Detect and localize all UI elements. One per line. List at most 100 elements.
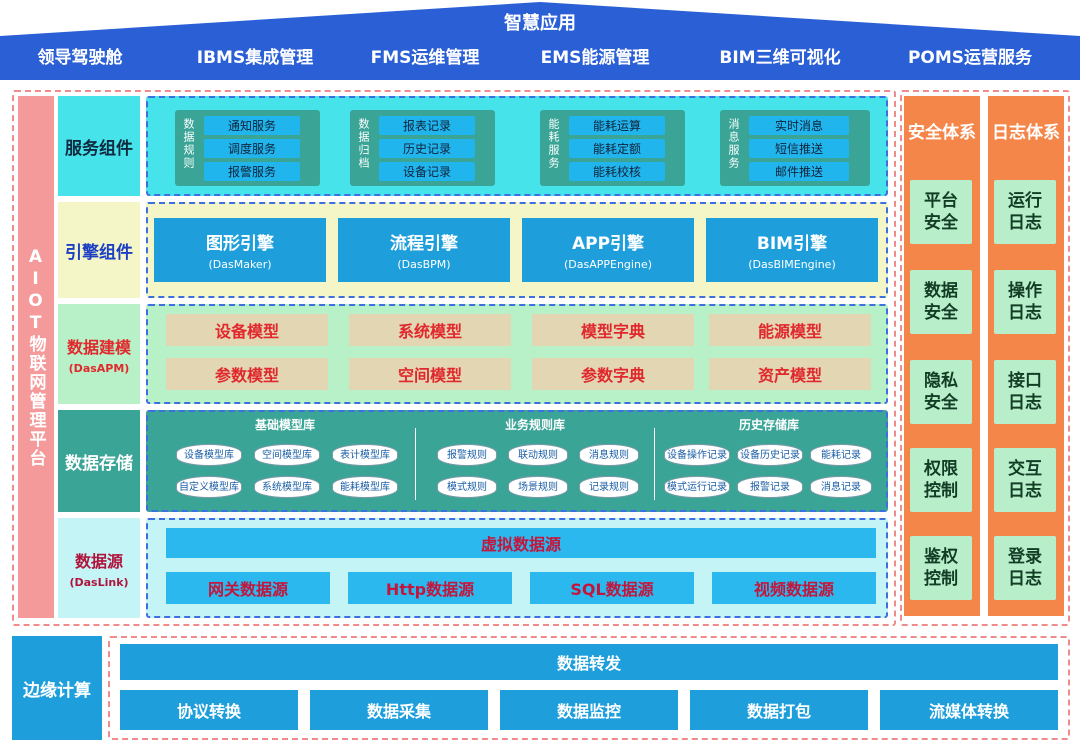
- edge-item[interactable]: 数据监控: [500, 690, 678, 730]
- engine-name: 图形引擎: [206, 234, 274, 254]
- storage-db[interactable]: 设备历史记录: [737, 444, 803, 466]
- source-item[interactable]: SQL数据源: [530, 572, 694, 604]
- row-label-service: 服务组件: [58, 96, 140, 196]
- service-item[interactable]: 通知服务: [204, 116, 300, 135]
- log-title: 日志体系: [992, 123, 1060, 143]
- row-label-storage: 数据存储: [58, 410, 140, 512]
- storage-db[interactable]: 报警规则: [437, 444, 497, 466]
- model-item[interactable]: 参数字典: [532, 358, 694, 390]
- log-item[interactable]: 登录日志: [994, 536, 1056, 600]
- log-item[interactable]: 运行日志: [994, 180, 1056, 244]
- model-item[interactable]: 参数模型: [166, 358, 328, 390]
- security-item[interactable]: 鉴权控制: [910, 536, 972, 600]
- service-group-name: 数据规则: [182, 118, 195, 170]
- row-label-source-sub: (DasLink): [69, 575, 129, 589]
- top-banner: [0, 2, 1080, 80]
- banner-shape: [0, 2, 1080, 80]
- storage-title: 业务规则库: [504, 417, 565, 432]
- service-group-name: 消息服务: [727, 118, 740, 170]
- app-ibms[interactable]: IBMS集成管理: [196, 48, 314, 68]
- storage-db[interactable]: 空间模型库: [254, 444, 320, 466]
- engine-flow[interactable]: 流程引擎 (DasBPM): [338, 218, 510, 282]
- side-frame: [900, 90, 1070, 626]
- service-item[interactable]: 历史记录: [379, 139, 475, 158]
- edge-label-text: 边缘计算: [23, 680, 91, 701]
- source-item[interactable]: 视频数据源: [712, 572, 876, 604]
- storage-db[interactable]: 消息记录: [810, 476, 872, 498]
- source-item[interactable]: 网关数据源: [166, 572, 330, 604]
- service-item[interactable]: 实时消息: [749, 116, 849, 135]
- log-item[interactable]: 操作日志: [994, 270, 1056, 334]
- service-item[interactable]: 报警服务: [204, 162, 300, 181]
- app-poms[interactable]: POMS运营服务: [907, 48, 1033, 68]
- storage-db[interactable]: 设备操作记录: [664, 444, 730, 466]
- model-item[interactable]: 模型字典: [532, 314, 694, 346]
- storage-divider: [654, 428, 655, 500]
- edge-frame: [108, 636, 1070, 740]
- app-ems[interactable]: EMS能源管理: [540, 48, 650, 68]
- virtual-source[interactable]: 虚拟数据源: [166, 528, 876, 558]
- service-item[interactable]: 短信推送: [749, 139, 849, 158]
- aiot-platform-label: AIOT物联网管理平台: [25, 246, 46, 468]
- edge-item[interactable]: 协议转换: [120, 690, 298, 730]
- service-item[interactable]: 能耗校核: [569, 162, 665, 181]
- edge-item[interactable]: 流媒体转换: [880, 690, 1058, 730]
- security-item[interactable]: 权限控制: [910, 448, 972, 512]
- storage-db[interactable]: 自定义模型库: [176, 476, 242, 498]
- top-title: 智慧应用: [504, 13, 576, 34]
- service-group-name: 数据归档: [357, 118, 370, 170]
- engine-name: BIM引擎: [756, 234, 828, 254]
- storage-db[interactable]: 能耗模型库: [332, 476, 398, 498]
- service-item[interactable]: 能耗运算: [569, 116, 665, 135]
- edge-item[interactable]: 数据打包: [690, 690, 868, 730]
- app-bim[interactable]: BIM三维可视化: [719, 48, 841, 68]
- model-item[interactable]: 能源模型: [709, 314, 871, 346]
- storage-db[interactable]: 模式运行记录: [664, 476, 730, 498]
- engine-bim[interactable]: BIM引擎 (DasBIMEngine): [706, 218, 878, 282]
- row-label-engine-text: 引擎组件: [65, 242, 133, 263]
- service-item[interactable]: 能耗定额: [569, 139, 665, 158]
- row-label-source: 数据源 (DasLink): [58, 518, 140, 618]
- engine-app[interactable]: APP引擎 (DasAPPEngine): [522, 218, 694, 282]
- log-item[interactable]: 接口日志: [994, 360, 1056, 424]
- security-item[interactable]: 隐私安全: [910, 360, 972, 424]
- engine-name: 流程引擎: [390, 234, 458, 254]
- storage-db[interactable]: 表计模型库: [332, 444, 398, 466]
- row-label-service-text: 服务组件: [65, 138, 133, 159]
- model-item[interactable]: 设备模型: [166, 314, 328, 346]
- storage-db[interactable]: 场景规则: [508, 476, 568, 498]
- model-item[interactable]: 资产模型: [709, 358, 871, 390]
- engine-code: (DasAPPEngine): [563, 258, 653, 271]
- log-item[interactable]: 交互日志: [994, 448, 1056, 512]
- engine-graphic[interactable]: 图形引擎 (DasMaker): [154, 218, 326, 282]
- storage-db[interactable]: 模式规则: [437, 476, 497, 498]
- engine-code: (DasBPM): [397, 258, 451, 271]
- row-label-model-sub: (DasAPM): [68, 361, 130, 375]
- source-item[interactable]: Http数据源: [348, 572, 512, 604]
- engine-code: (DasBIMEngine): [748, 258, 836, 271]
- model-item[interactable]: 系统模型: [349, 314, 511, 346]
- storage-title: 基础模型库: [254, 417, 315, 432]
- storage-db[interactable]: 设备模型库: [176, 444, 242, 466]
- storage-db[interactable]: 消息规则: [579, 444, 639, 466]
- service-item[interactable]: 调度服务: [204, 139, 300, 158]
- app-leader-cockpit[interactable]: 领导驾驶舱: [37, 48, 123, 68]
- platform-frame: [12, 90, 896, 626]
- service-item[interactable]: 设备记录: [379, 162, 475, 181]
- service-group-name: 能耗服务: [547, 118, 560, 170]
- edge-item[interactable]: 数据采集: [310, 690, 488, 730]
- storage-db[interactable]: 记录规则: [579, 476, 639, 498]
- model-item[interactable]: 空间模型: [349, 358, 511, 390]
- security-item[interactable]: 数据安全: [910, 270, 972, 334]
- storage-db[interactable]: 系统模型库: [254, 476, 320, 498]
- app-fms[interactable]: FMS运维管理: [370, 48, 480, 68]
- storage-db[interactable]: 报警记录: [737, 476, 803, 498]
- service-item[interactable]: 报表记录: [379, 116, 475, 135]
- storage-divider: [415, 428, 416, 500]
- storage-db[interactable]: 联动规则: [508, 444, 568, 466]
- security-item[interactable]: 平台安全: [910, 180, 972, 244]
- data-forward[interactable]: 数据转发: [120, 644, 1058, 680]
- storage-db[interactable]: 能耗记录: [810, 444, 872, 466]
- row-label-engine: 引擎组件: [58, 202, 140, 298]
- service-item[interactable]: 邮件推送: [749, 162, 849, 181]
